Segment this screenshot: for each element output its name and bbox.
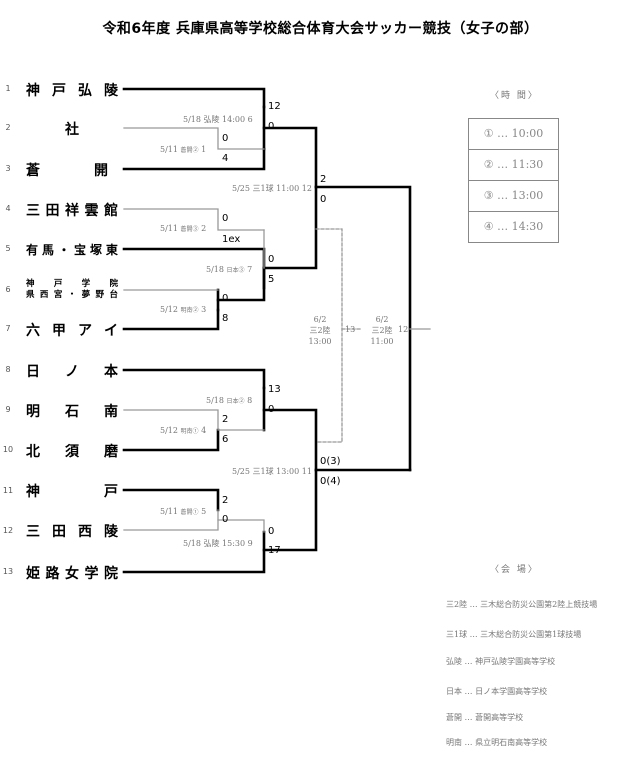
score: 2 [222, 414, 229, 425]
score: 8 [222, 313, 229, 324]
venue-row: 弘陵 … 神戸弘陵学園高等学校 [446, 657, 556, 666]
venue-row: 蒼開 … 蒼開高等学校 [446, 713, 524, 722]
team-name: 蒼開 [26, 163, 108, 179]
bracket-line [122, 87, 266, 109]
team-name: 三田祥雲館 [26, 203, 118, 219]
seed-number: 10 [2, 445, 14, 454]
bracket-line [262, 126, 318, 189]
team-name: 北須磨 [26, 444, 118, 460]
seed-number: 5 [5, 244, 11, 253]
match-info-third-place: 6/2 三2陸 13:00 [308, 315, 332, 346]
seed-number: 4 [5, 204, 11, 213]
team-name: 日ノ本 [26, 364, 118, 380]
score: 0 [268, 254, 275, 265]
score: 0 [268, 526, 275, 537]
bracket-line [262, 408, 318, 472]
score: 0 [222, 293, 229, 304]
bracket-line [122, 147, 266, 171]
match-info: 5/11 蒼開② 1 [160, 145, 207, 154]
seed-number: 9 [5, 405, 11, 414]
score: 6 [222, 434, 229, 445]
bracket-line [262, 468, 318, 552]
match-info: 5/18 日本② 8 [206, 396, 253, 405]
score: 2 [320, 174, 327, 185]
seed-number: 11 [2, 486, 14, 495]
score: 17 [268, 545, 281, 556]
team-line: 県西宮・夢野台 [26, 290, 118, 300]
bracket-line [314, 185, 412, 472]
match-info: 5/18 弘陵 14:00 6 [183, 115, 253, 124]
bracket-line [123, 127, 265, 150]
score: 0(4) [320, 476, 341, 487]
bracket-line [122, 530, 266, 574]
seed-number: 6 [5, 285, 11, 294]
schedule-table: ① … 10:00 ② … 11:30 ③ … 13:00 ④ … 14:30 [468, 118, 559, 243]
match-number: 13 [345, 325, 356, 334]
bracket-line [216, 266, 266, 302]
schedule-row: ③ … 13:00 [469, 181, 558, 212]
seed-number: 8 [5, 365, 11, 374]
score: 5 [268, 274, 275, 285]
score: 0 [268, 121, 275, 132]
score: 0 [320, 194, 327, 205]
team-name: 神戸 [26, 484, 118, 500]
venue-heading: 〈会 場〉 [490, 565, 539, 575]
bracket-line [122, 308, 220, 331]
schedule-row: ② … 11:30 [469, 150, 558, 181]
bracket-line [122, 368, 266, 390]
team-name: 明石南 [26, 404, 118, 420]
match-info: 5/11 蒼開① 5 [160, 507, 207, 516]
score: 0 [222, 213, 229, 224]
seed-number: 13 [2, 567, 14, 576]
match-info: 5/18 日本③ 7 [206, 265, 253, 274]
seed-number: 7 [5, 324, 11, 333]
venue-row: 三2陸 … 三木総合防災公園第2陸上競技場 [446, 600, 598, 609]
bracket-line [122, 488, 220, 512]
venue-row: 明南 … 県立明石南高等学校 [446, 738, 548, 747]
team-name: 神戸弘陵 [26, 83, 118, 99]
score: 0 [222, 133, 229, 144]
team-name: 有馬・宝塚東 [26, 243, 118, 257]
schedule-row: ④ … 14:30 [483, 220, 544, 233]
page-title: 令和6年度 兵庫県高等学校総合体育大会サッカー競技（女子の部） [102, 21, 539, 37]
match-info: 5/12 明南② 3 [160, 305, 207, 314]
team-name: 姫路女学院 [26, 566, 118, 582]
match-info: 5/11 蒼開③ 2 [160, 224, 207, 233]
schedule-row: ① … 10:00 [469, 119, 558, 150]
match-info: 5/12 明南① 4 [160, 426, 207, 435]
venue-row: 日本 … 日ノ本学園高等学校 [446, 687, 548, 696]
score: 0 [222, 514, 229, 525]
bracket-line [315, 228, 343, 443]
team-name: 六甲アイ [26, 323, 118, 339]
bracket-line [217, 519, 265, 533]
match-info-final: 6/2 三2陸 11:00 [370, 315, 394, 346]
score: 0(3) [320, 456, 341, 467]
bracket-line [123, 208, 265, 231]
score: 2 [222, 495, 229, 506]
score: 1ex [222, 234, 241, 245]
team-name-combined: 神戸学院 県西宮・夢野台 [26, 279, 118, 301]
seed-number: 1 [5, 84, 11, 93]
bracket-line [123, 409, 265, 431]
score: 4 [222, 153, 229, 164]
match-number: 12 [398, 325, 409, 334]
team-line: 神戸学院 [26, 279, 118, 289]
score: 12 [268, 101, 281, 112]
schedule-heading: 〈時 間〉 [490, 91, 539, 101]
team-name: 社 [65, 122, 79, 138]
bracket-line [262, 185, 318, 270]
match-info: 5/18 弘陵 15:30 9 [183, 539, 253, 548]
score: 13 [268, 384, 281, 395]
match-info: 5/25 三1球 13:00 11 [232, 467, 312, 476]
team-name: 三田西陵 [26, 524, 118, 540]
score: 0 [268, 404, 275, 415]
bracket-line [123, 509, 219, 531]
bracket-line [122, 428, 220, 452]
match-info: 5/25 三1球 11:00 12 [232, 184, 312, 193]
seed-number: 12 [2, 526, 14, 535]
seed-number: 3 [5, 164, 11, 173]
seed-number: 2 [5, 123, 11, 132]
venue-row: 三1球 … 三木総合防災公園第1球技場 [446, 630, 582, 639]
